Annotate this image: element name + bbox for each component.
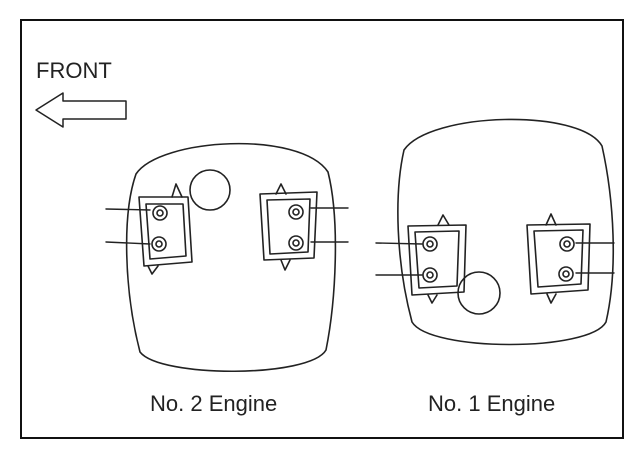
engine-2-mount-left [138, 183, 193, 275]
engine-1-mount-left [407, 214, 467, 304]
engine-1-pointers [375, 242, 615, 276]
engine-2-round-port [189, 169, 231, 211]
diagram-frame [20, 19, 624, 439]
engine-2-outline [125, 142, 337, 373]
engine-2-mount-right [259, 183, 318, 271]
arrow-left-icon [35, 92, 127, 128]
engine-2-label: No. 2 Engine [150, 391, 277, 416]
engine-1-outline [397, 118, 615, 346]
engine-1-mount-right [526, 213, 591, 304]
engine-1-label: No. 1 Engine [428, 391, 555, 416]
engine-2-pointers [105, 207, 349, 245]
front-label: FRONT [36, 58, 112, 83]
